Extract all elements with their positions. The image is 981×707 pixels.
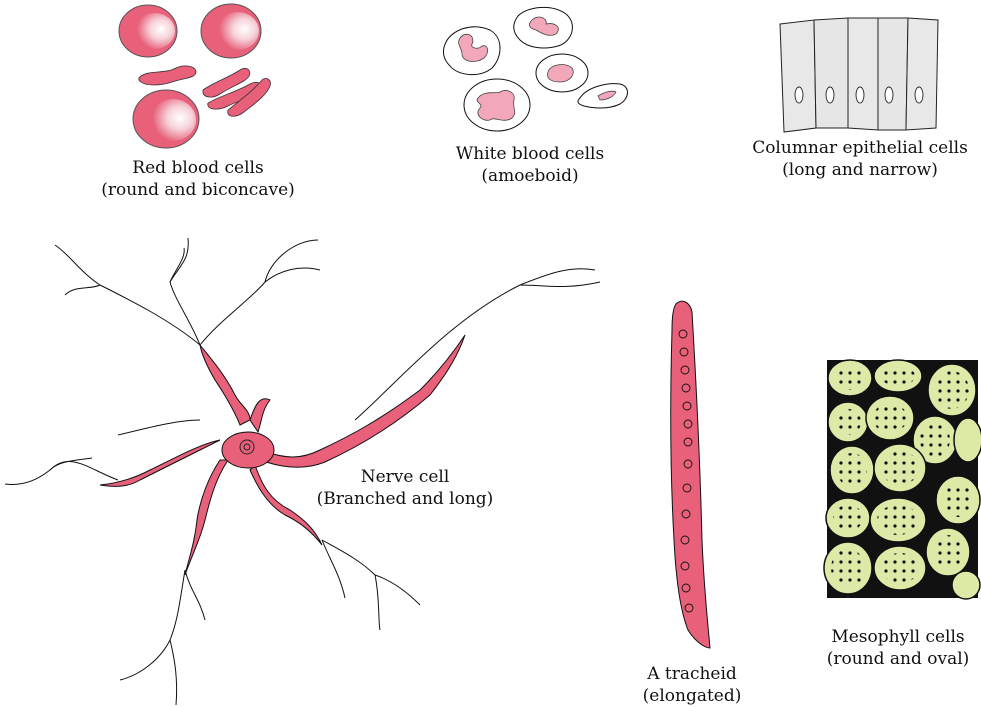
epithelial-nucleus xyxy=(855,86,865,104)
mesophyll-caption-line2: (round and oval) xyxy=(826,649,970,669)
nerve-axon xyxy=(265,334,466,468)
nerve-dendrite xyxy=(199,344,251,426)
rbc-side-view xyxy=(227,78,271,117)
wbc-cell xyxy=(463,78,531,132)
nerve-nucleus xyxy=(239,439,255,455)
epithelial-nucleus xyxy=(884,86,894,104)
tracheid-caption: A tracheid (elongated) xyxy=(632,663,752,707)
epithelial-nucleus xyxy=(794,86,804,104)
nerve-caption-line1: Nerve cell xyxy=(360,467,450,487)
tracheid-caption-line2: (elongated) xyxy=(642,686,742,706)
nerve-nucleolus xyxy=(243,443,251,451)
rbc-caption-line2: (round and biconcave) xyxy=(101,180,295,200)
rbc-side-view xyxy=(202,68,251,98)
epithelial-cell xyxy=(877,17,909,131)
epithelial-cell xyxy=(847,17,879,131)
rbc-caption: Red blood cells (round and biconcave) xyxy=(88,157,308,201)
nerve-dendrite xyxy=(99,439,221,487)
epithelial-nucleus xyxy=(914,86,924,104)
mesophyll-caption: Mesophyll cells (round and oval) xyxy=(818,626,978,670)
rbc-side-view xyxy=(138,65,197,86)
nerve-caption: Nerve cell (Branched and long) xyxy=(300,466,510,510)
epithelial-cell xyxy=(779,19,817,133)
epithelial-cell xyxy=(813,17,849,129)
wbc-cell xyxy=(535,53,589,93)
nerve-caption-line2: (Branched and long) xyxy=(316,489,494,509)
wbc-caption-line2: (amoeboid) xyxy=(481,166,579,186)
rbc-disc xyxy=(200,3,262,59)
nerve-dendrite xyxy=(184,459,229,576)
tracheid-pits xyxy=(678,329,694,613)
columnar-caption-line2: (long and narrow) xyxy=(782,160,938,180)
mesophyll-caption-line1: Mesophyll cells xyxy=(831,627,965,647)
nerve-cell-figure xyxy=(4,237,601,706)
mesophyll-chloroplasts xyxy=(831,366,973,587)
nerve-cell-body-group xyxy=(99,334,466,576)
white-blood-cells-figure xyxy=(442,7,628,132)
columnar-caption-line1: Columnar epithelial cells xyxy=(752,138,968,158)
epithelial-nucleus xyxy=(825,86,835,104)
rbc-disc xyxy=(118,4,178,58)
rbc-disc xyxy=(132,89,200,149)
tracheid-cell xyxy=(670,300,711,649)
rbc-caption-line1: Red blood cells xyxy=(132,158,264,178)
epithelial-cell xyxy=(905,17,939,131)
tracheid-caption-line1: A tracheid xyxy=(647,664,737,684)
nerve-dendrite xyxy=(249,398,271,434)
red-blood-cells-figure xyxy=(118,3,271,149)
wbc-caption: White blood cells (amoeboid) xyxy=(440,143,620,187)
mesophyll-figure xyxy=(823,359,981,600)
wbc-caption-line1: White blood cells xyxy=(455,144,605,164)
nerve-dendrite xyxy=(249,464,323,546)
tracheid-figure xyxy=(670,300,711,649)
wbc-cell xyxy=(577,83,628,109)
wbc-cell xyxy=(513,7,573,49)
columnar-caption: Columnar epithelial cells (long and narr… xyxy=(740,137,980,181)
columnar-epithelial-figure xyxy=(779,17,939,133)
wbc-cell xyxy=(442,26,501,75)
